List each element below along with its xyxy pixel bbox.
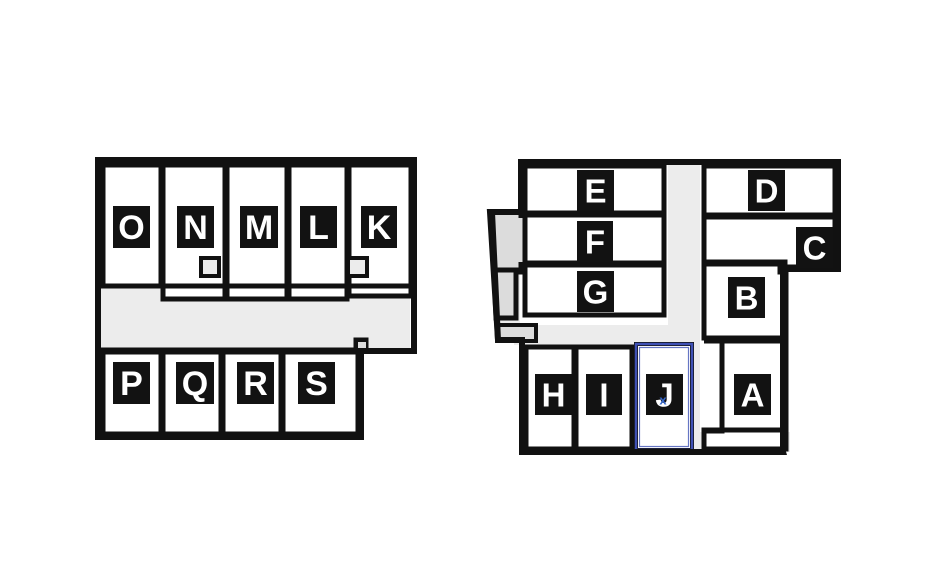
room-label-A: A (734, 374, 771, 415)
west-stair-step-icon (496, 218, 524, 262)
room-J-selection-inner (638, 346, 690, 448)
room-label-L-text: L (308, 209, 329, 247)
room-label-P-text: P (120, 365, 143, 403)
room-label-A-text: A (741, 377, 765, 414)
room-label-R-text: R (243, 365, 268, 403)
room-label-M: M (240, 206, 278, 248)
room-label-I: I (586, 374, 622, 415)
left-building-corridor (100, 286, 410, 350)
room-label-I-text: I (599, 377, 608, 414)
room-label-M-text: M (245, 209, 273, 247)
stair-block-outline (354, 338, 366, 350)
room-label-F: F (577, 221, 613, 262)
cursor-marker-icon: x (659, 393, 667, 408)
room-label-Q: Q (176, 362, 214, 404)
room-label-D-text: D (755, 173, 779, 210)
room-label-Q-text: Q (182, 365, 208, 403)
room-label-N: N (177, 206, 214, 248)
room-label-O: O (113, 206, 150, 248)
room-label-R: R (237, 362, 274, 404)
room-label-G-text: G (583, 274, 609, 311)
room-label-K: K (361, 206, 397, 248)
room-label-G: G (577, 271, 614, 312)
room-label-C-text: C (803, 230, 827, 267)
room-label-E: E (577, 170, 614, 211)
room-label-O-text: O (118, 209, 144, 247)
room-label-P: P (113, 362, 150, 404)
room-label-L: L (300, 206, 337, 248)
room-label-N-text: N (183, 209, 208, 247)
right-building: E F G D C (486, 159, 841, 455)
left-building-outline-overlay (95, 157, 417, 440)
room-label-B-text: B (735, 280, 759, 317)
room-label-F-text: F (585, 224, 605, 261)
room-label-S-text: S (305, 365, 328, 403)
room-label-C: C (796, 227, 833, 268)
room-label-J: J (646, 374, 683, 415)
right-building-lower-notch (701, 427, 783, 452)
room-label-S: S (298, 362, 335, 404)
stair-block-left-building-icon (356, 340, 366, 351)
right-building-labels: E F G D C (535, 170, 833, 415)
left-building-labels: O N M L K (113, 206, 397, 404)
stair-shaft-N-icon (199, 256, 221, 278)
room-L[interactable] (286, 162, 350, 302)
right-building-outline-overlay (488, 159, 841, 455)
room-label-E-text: E (584, 173, 606, 210)
room-label-D: D (748, 170, 785, 211)
room-label-J-text: J (655, 377, 673, 414)
room-label-K-text: K (367, 209, 392, 247)
stair-shaft-K-icon (346, 256, 369, 278)
room-label-H: H (535, 374, 572, 415)
room-label-H-text: H (542, 377, 566, 414)
left-building: O N M L K (95, 157, 417, 440)
room-label-B: B (728, 277, 765, 318)
